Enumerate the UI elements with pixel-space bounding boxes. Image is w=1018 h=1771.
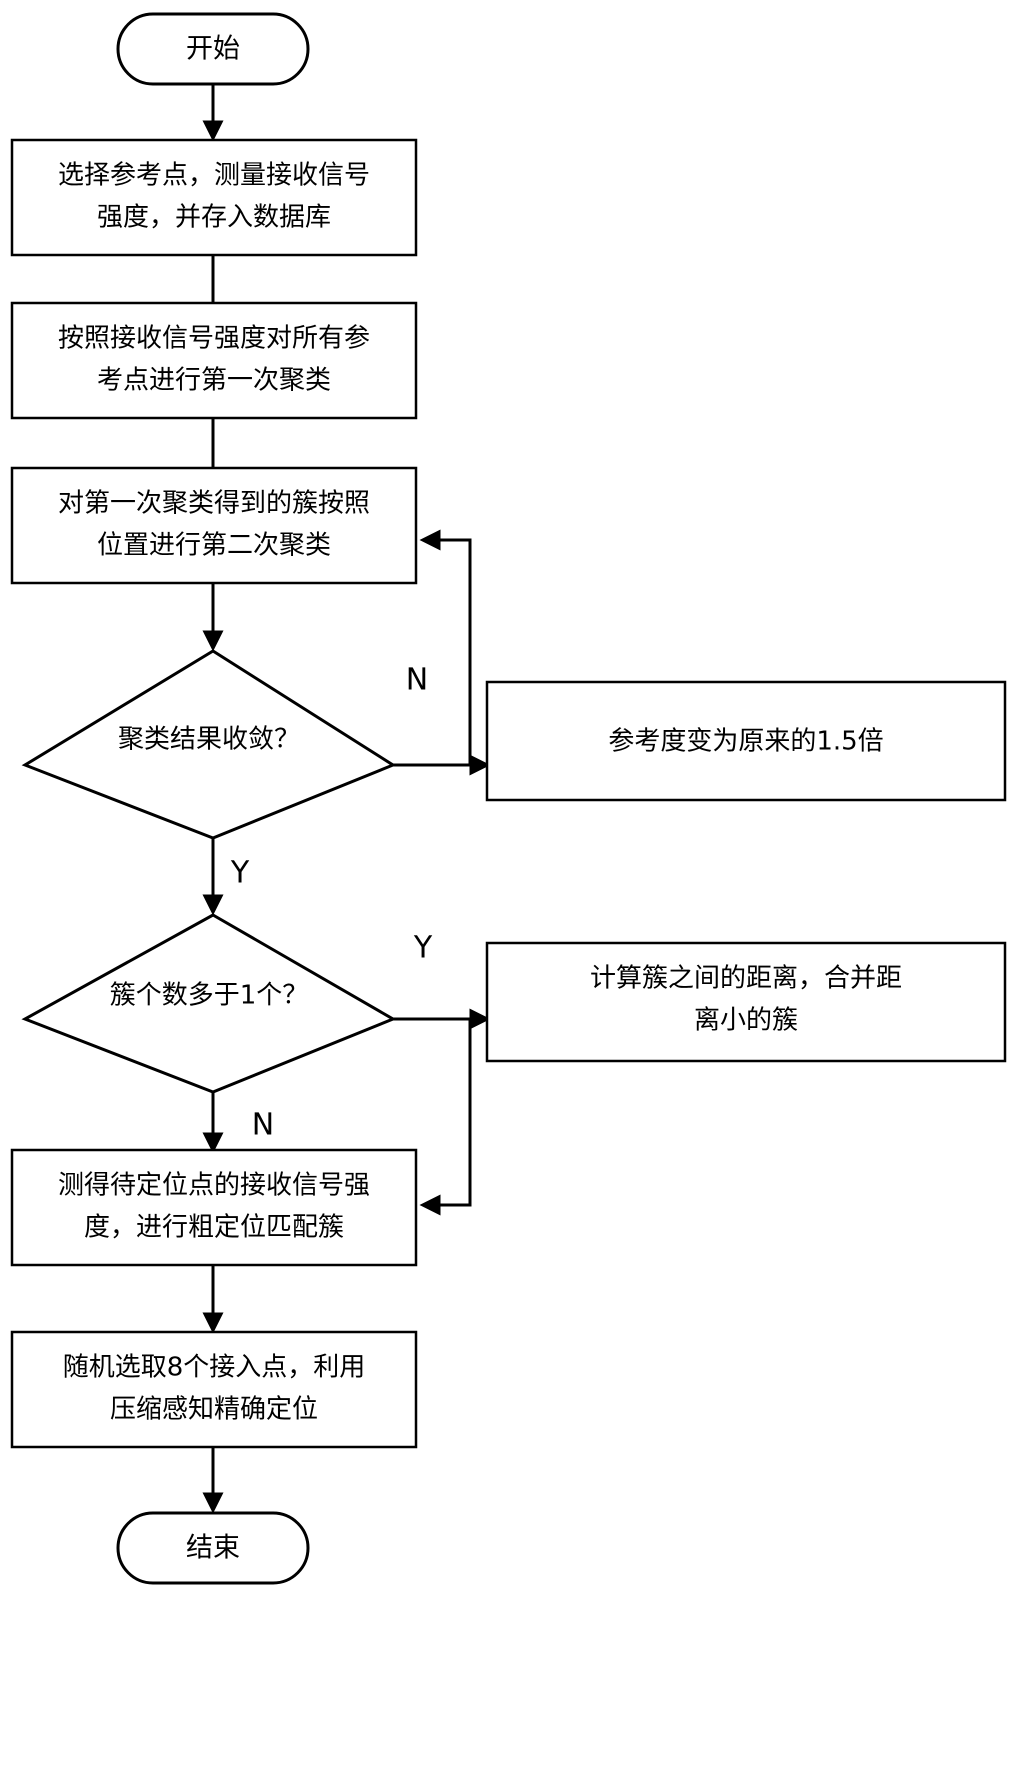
- edge-side2-feedback: [419, 1019, 472, 1216]
- side2-process-shape: [485, 941, 1007, 1063]
- step2-process-shape: [10, 301, 418, 420]
- node-step1[interactable]: 选择参考点，测量接收信号 强度，并存入数据库: [10, 138, 418, 257]
- step5-label-line1: 随机选取8个接入点，利用: [63, 1353, 366, 1383]
- step4-process-shape: [10, 1148, 418, 1267]
- branch-label-decision2-no: N: [252, 1108, 274, 1143]
- node-decision2[interactable]: 簇个数多于1个？: [21, 913, 397, 1094]
- step3-label-line1: 对第一次聚类得到的簇按照: [58, 489, 370, 519]
- node-step3[interactable]: 对第一次聚类得到的簇按照 位置进行第二次聚类: [10, 466, 418, 585]
- decision2-diamond-shape: [21, 913, 397, 1094]
- decision1-label: 聚类结果收敛？: [118, 725, 300, 755]
- branch-label-decision1-yes: Y: [230, 856, 250, 891]
- branch-label-decision2-yes: Y: [413, 931, 433, 966]
- step4-label-line1: 测得待定位点的接收信号强: [58, 1171, 370, 1201]
- step4-label-line2: 度，进行粗定位匹配簇: [84, 1213, 344, 1243]
- node-step4[interactable]: 测得待定位点的接收信号强 度，进行粗定位匹配簇: [10, 1148, 418, 1267]
- step3-process-shape: [10, 466, 418, 585]
- side1-process-shape: [485, 680, 1007, 802]
- step2-label-line1: 按照接收信号强度对所有参: [58, 324, 370, 354]
- connectors: [202, 84, 491, 1514]
- node-side2[interactable]: 计算簇之间的距离，合并距 离小的簇: [485, 941, 1007, 1063]
- node-start[interactable]: 开始: [116, 12, 310, 86]
- start-label: 开始: [186, 34, 240, 65]
- step1-label-line2: 强度，并存入数据库: [97, 203, 331, 233]
- node-end[interactable]: 结束: [116, 1511, 310, 1585]
- step2-label-line2: 考点进行第一次聚类: [97, 366, 331, 396]
- step1-process-shape: [10, 138, 418, 257]
- end-label: 结束: [186, 1533, 240, 1564]
- decision2-label: 簇个数多于1个？: [110, 981, 309, 1011]
- branch-label-decision1-no: N: [406, 663, 428, 698]
- step1-label-line1: 选择参考点，测量接收信号: [58, 161, 370, 191]
- node-step5[interactable]: 随机选取8个接入点，利用 压缩感知精确定位: [10, 1330, 418, 1449]
- step5-label-line2: 压缩感知精确定位: [110, 1395, 318, 1425]
- edge-side1-feedback: [419, 529, 472, 765]
- node-step2[interactable]: 按照接收信号强度对所有参 考点进行第一次聚类: [10, 301, 418, 420]
- side2-label-line2: 离小的簇: [694, 1006, 798, 1036]
- step3-label-line2: 位置进行第二次聚类: [97, 531, 331, 561]
- decision1-diamond-shape: [21, 649, 397, 840]
- node-decision1[interactable]: 聚类结果收敛？: [21, 649, 397, 840]
- side2-label-line1: 计算簇之间的距离，合并距: [590, 964, 902, 994]
- side1-label-line1: 参考度变为原来的1.5倍: [608, 727, 883, 757]
- node-side1[interactable]: 参考度变为原来的1.5倍: [485, 680, 1007, 802]
- end-terminator-shape: [116, 1511, 310, 1585]
- start-terminator-shape: [116, 12, 310, 86]
- step5-process-shape: [10, 1330, 418, 1449]
